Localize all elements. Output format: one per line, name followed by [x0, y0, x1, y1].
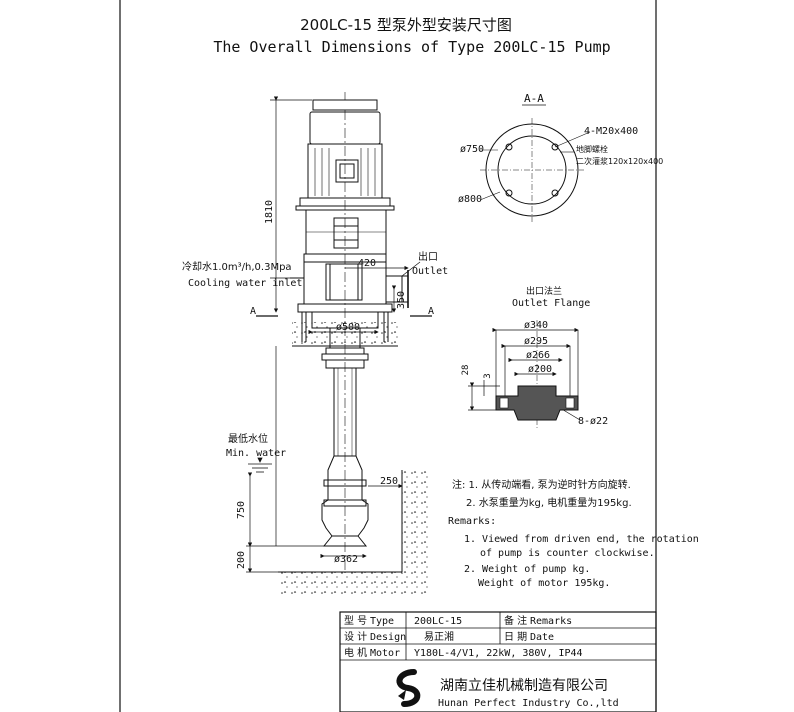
dim-500: ø500	[336, 322, 360, 333]
tb-remarks-key-cn: 备 注	[504, 614, 527, 627]
note-en-1a: 1. Viewed from driven end, the rotation	[464, 534, 699, 545]
cooling-label-en: Cooling water inlet	[188, 278, 302, 289]
aa-d750: ø750	[460, 144, 484, 155]
dim-750: 750	[236, 501, 247, 519]
company-name-cn: 湖南立佳机械制造有限公司	[440, 678, 608, 694]
tb-type-value: 200LC-15	[414, 616, 462, 627]
tb-type-key-en: Type	[370, 616, 394, 627]
aa-d800: ø800	[458, 194, 482, 205]
flange-h3: 3	[483, 373, 493, 378]
title-en: The Overall Dimensions of Type 200LC-15 …	[213, 38, 610, 56]
tb-date-key-cn: 日 期	[504, 631, 527, 643]
aa-bolts: 4-M20x400	[584, 126, 638, 137]
cooling-label-cn: 冷却水1.0m³/h,0.3Mpa	[182, 260, 292, 273]
dim-420: 420	[358, 258, 376, 269]
tb-date-key-en: Date	[530, 632, 554, 643]
minwater-label-en: Min. water	[226, 448, 286, 459]
foundation	[278, 312, 428, 594]
title-block	[339, 611, 657, 712]
flange-h28: 28	[461, 365, 471, 376]
dim-1810: 1810	[264, 200, 275, 224]
outlet-label-en: Outlet	[412, 266, 448, 277]
tb-remarks-key-en: Remarks	[530, 616, 572, 627]
company-logo-icon	[396, 669, 421, 707]
dim-350: 350	[396, 291, 407, 309]
flange-view	[468, 320, 581, 430]
note-cn-2: 2. 水泵重量为kg, 电机重量为195kg.	[466, 496, 632, 509]
tb-motor-key-en: Motor	[370, 648, 400, 659]
notes: 注: 1. 从传动端看, 泵为逆时针方向旋转. 2. 水泵重量为kg, 电机重量…	[448, 478, 699, 589]
flange-d200: ø200	[528, 364, 552, 375]
dim-250: 250	[380, 476, 398, 487]
flange-section	[495, 385, 579, 421]
dim-200: 200	[236, 551, 247, 569]
tb-design-value: 易正湘	[424, 630, 454, 643]
minwater-label-cn: 最低水位	[228, 432, 268, 445]
water-level-symbol	[248, 457, 272, 473]
flange-d266: ø266	[526, 350, 550, 361]
company-name-en: Hunan Perfect Industry Co.,ltd	[438, 698, 619, 709]
section-title: A-A	[524, 92, 544, 105]
dim-362: ø362	[334, 554, 358, 565]
tb-design-key-en: Design	[370, 632, 406, 643]
tb-design-key-cn: 设 计	[344, 630, 367, 643]
tb-type-key-cn: 型 号	[344, 614, 367, 627]
flange-d340: ø340	[524, 320, 548, 331]
section-marker-left: A	[250, 306, 256, 317]
section-view	[479, 118, 591, 222]
flange-d295: ø295	[524, 336, 548, 347]
flange-holes: 8-ø22	[578, 416, 608, 427]
aa-grout: 二次灌浆120x120x400	[576, 156, 663, 166]
outlet-label-cn: 出口	[418, 250, 438, 263]
note-cn-1: 注: 1. 从传动端看, 泵为逆时针方向旋转.	[452, 478, 631, 491]
title-cn: 200LC-15 型泵外型安装尺寸图	[300, 16, 512, 34]
note-en-2b: Weight of motor 195kg.	[478, 578, 610, 589]
note-en-1b: of pump is counter clockwise.	[480, 548, 655, 559]
notes-heading: Remarks:	[448, 516, 496, 527]
tb-motor-value: Y180L-4/V1, 22kW, 380V, IP44	[414, 648, 583, 659]
section-marker-right: A	[428, 306, 434, 317]
flange-title-en: Outlet Flange	[512, 298, 590, 309]
tb-motor-key-cn: 电 机	[344, 646, 367, 659]
note-en-2a: 2. Weight of pump kg.	[464, 564, 590, 575]
flange-title-cn: 出口法兰	[526, 285, 562, 297]
aa-anchor: 地脚螺栓	[576, 144, 608, 154]
